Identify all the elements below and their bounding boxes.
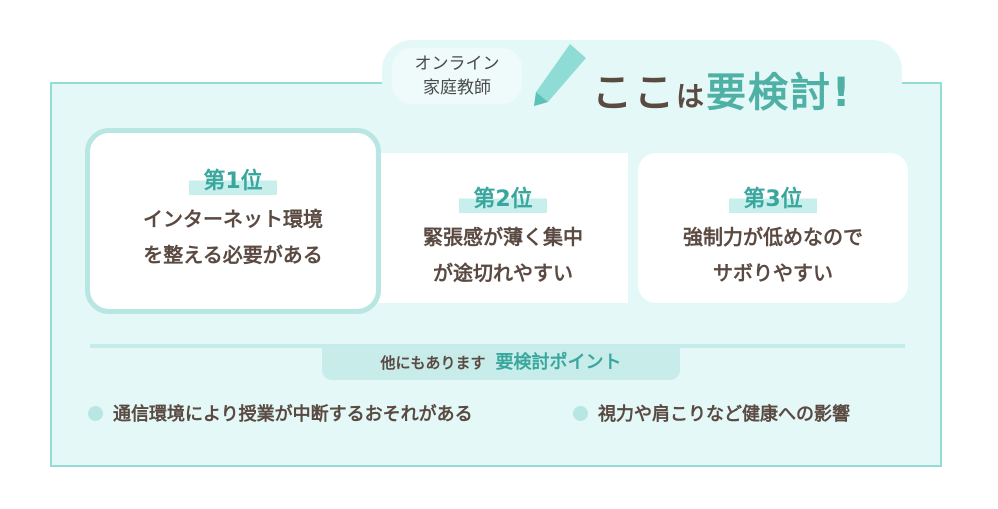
rank-text: を整える必要がある bbox=[143, 243, 323, 267]
subtitle: オンライン家庭教師 bbox=[392, 48, 522, 104]
rank-text: が途切れやすい bbox=[433, 261, 573, 285]
rank-label: 第3位 bbox=[729, 181, 817, 213]
page-title: ここは要検討! bbox=[592, 60, 852, 118]
point-text: 視力や肩こりなど健康への影響 bbox=[598, 404, 850, 425]
rank-card-3: 第3位強制力が低めなのでサボりやすい bbox=[638, 153, 908, 303]
point-text: 通信環境により授業が中断するおそれがある bbox=[113, 404, 473, 425]
title-part-b: 要検討! bbox=[706, 70, 853, 116]
point-item: 通信環境により授業が中断するおそれがある bbox=[88, 400, 473, 426]
rank-label: 第2位 bbox=[459, 181, 547, 213]
other-points-heading: 他にもあります要検討ポイント bbox=[322, 346, 680, 380]
rank-text: 緊張感が薄く集中 bbox=[423, 225, 583, 249]
rank-label: 第1位 bbox=[189, 163, 277, 195]
subtitle-line2: 家庭教師 bbox=[423, 78, 491, 98]
rank-card-2: 第2位緊張感が薄く集中が途切れやすい bbox=[378, 153, 628, 303]
bullet-icon bbox=[88, 405, 103, 421]
rank-text: 強制力が低めなので bbox=[683, 225, 863, 249]
rank-card-1: 第1位インターネット環境を整える必要がある bbox=[85, 128, 381, 314]
rank-text: インターネット環境 bbox=[143, 207, 323, 231]
subtitle-line1: オンライン bbox=[414, 54, 500, 74]
rank-text: サボりやすい bbox=[713, 261, 833, 285]
pencil-icon bbox=[534, 44, 586, 106]
bullet-icon bbox=[573, 405, 588, 421]
title-part-a: ここ bbox=[592, 70, 676, 116]
point-item: 視力や肩こりなど健康への影響 bbox=[573, 400, 850, 426]
other-prefix: 他にもあります bbox=[380, 354, 486, 372]
other-label: 要検討ポイント bbox=[495, 352, 622, 373]
title-particle: は bbox=[676, 80, 707, 113]
